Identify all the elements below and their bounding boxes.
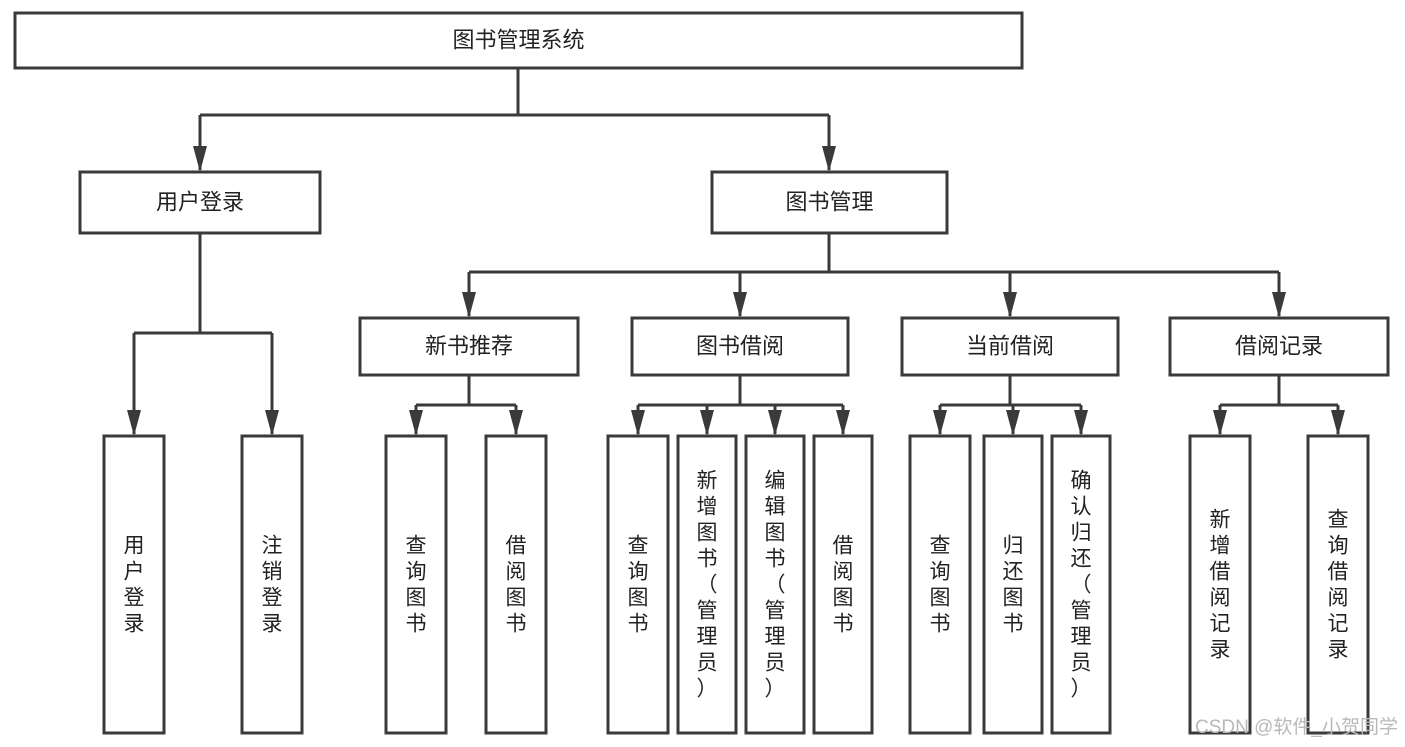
arrow-head-icon <box>1003 292 1017 318</box>
arrow-head-icon <box>1331 410 1345 436</box>
node-label: 确认归还（管理员） <box>1071 470 1092 701</box>
node-label: 查询图书 <box>930 535 951 636</box>
node-box[interactable] <box>812 434 874 735</box>
node-box[interactable] <box>908 434 972 735</box>
leaf-node-1[interactable]: 用户登录 <box>102 434 166 735</box>
leaf-node-11[interactable]: 确认归还（管理员） <box>1050 434 1112 735</box>
node-box[interactable] <box>710 170 949 235</box>
arrow-head-icon <box>509 410 523 436</box>
node-box[interactable] <box>102 434 166 735</box>
arrow-head-icon <box>409 410 423 436</box>
node-label: 图书管理系统 <box>452 27 584 52</box>
arrow-head-icon <box>1006 410 1020 436</box>
node-label: 查询图书 <box>628 535 649 636</box>
leaf-node-12[interactable]: 新增借阅记录 <box>1188 434 1252 735</box>
level2-node-2[interactable]: 图书借阅 <box>630 316 850 377</box>
node-label: 图书借阅 <box>696 333 784 358</box>
leaf-node-8[interactable]: 借阅图书 <box>812 434 874 735</box>
arrow-head-icon <box>933 410 947 436</box>
root-node-1[interactable]: 图书管理系统 <box>13 11 1024 70</box>
node-label: 新书推荐 <box>425 333 513 358</box>
connector-layer <box>127 68 1345 436</box>
leaf-node-4[interactable]: 借阅图书 <box>484 434 548 735</box>
arrow-head-icon <box>127 410 141 436</box>
csdn-watermark: CSDN @软件_小贺同学 <box>1195 716 1398 738</box>
node-label: 用户登录 <box>156 189 244 214</box>
node-box[interactable] <box>1306 434 1370 735</box>
leaf-node-9[interactable]: 查询图书 <box>908 434 972 735</box>
node-box[interactable] <box>78 170 322 235</box>
node-label: 借阅记录 <box>1235 333 1323 358</box>
arrow-head-icon <box>733 292 747 318</box>
node-box[interactable] <box>358 316 580 377</box>
arrow-head-icon <box>193 146 207 172</box>
leaf-node-5[interactable]: 查询图书 <box>606 434 670 735</box>
leaf-node-13[interactable]: 查询借阅记录 <box>1306 434 1370 735</box>
arrow-head-icon <box>700 410 714 436</box>
node-box[interactable] <box>1050 434 1112 735</box>
node-label: 查询图书 <box>406 535 427 636</box>
node-box[interactable] <box>1188 434 1252 735</box>
node-box[interactable] <box>484 434 548 735</box>
level2-node-4[interactable]: 借阅记录 <box>1168 316 1390 377</box>
arrow-head-icon <box>1074 410 1088 436</box>
node-box[interactable] <box>900 316 1120 377</box>
arrow-head-icon <box>1272 292 1286 318</box>
node-box[interactable] <box>384 434 448 735</box>
node-box[interactable] <box>630 316 850 377</box>
node-label: 借阅图书 <box>506 535 527 636</box>
node-label: 借阅图书 <box>833 535 854 636</box>
node-label: 查询借阅记录 <box>1328 509 1349 662</box>
node-box[interactable] <box>13 11 1024 70</box>
node-box[interactable] <box>744 434 806 735</box>
node-layer: 图书管理系统用户登录图书管理新书推荐图书借阅当前借阅借阅记录用户登录注销登录查询… <box>13 11 1390 735</box>
node-label: 编辑图书（管理员） <box>765 470 786 701</box>
node-label: 当前借阅 <box>966 333 1054 358</box>
node-box[interactable] <box>676 434 738 735</box>
node-label: 图书管理 <box>785 189 873 214</box>
node-label: 注销登录 <box>262 535 283 636</box>
arrow-head-icon <box>822 146 836 172</box>
leaf-node-10[interactable]: 归还图书 <box>982 434 1044 735</box>
level2-node-3[interactable]: 当前借阅 <box>900 316 1120 377</box>
level1-node-2[interactable]: 图书管理 <box>710 170 949 235</box>
arrow-head-icon <box>768 410 782 436</box>
leaf-node-3[interactable]: 查询图书 <box>384 434 448 735</box>
arrow-head-icon <box>265 410 279 436</box>
node-box[interactable] <box>982 434 1044 735</box>
node-box[interactable] <box>240 434 304 735</box>
node-box[interactable] <box>606 434 670 735</box>
arrow-head-icon <box>836 410 850 436</box>
level1-node-1[interactable]: 用户登录 <box>78 170 322 235</box>
node-label: 新增借阅记录 <box>1210 509 1231 662</box>
node-label: 新增图书（管理员） <box>697 470 718 701</box>
arrow-head-icon <box>631 410 645 436</box>
leaf-node-2[interactable]: 注销登录 <box>240 434 304 735</box>
node-label: 归还图书 <box>1003 535 1024 636</box>
arrow-head-icon <box>1213 410 1227 436</box>
node-label: 用户登录 <box>124 535 145 636</box>
leaf-node-6[interactable]: 新增图书（管理员） <box>676 434 738 735</box>
level2-node-1[interactable]: 新书推荐 <box>358 316 580 377</box>
arrow-head-icon <box>462 292 476 318</box>
leaf-node-7[interactable]: 编辑图书（管理员） <box>744 434 806 735</box>
node-box[interactable] <box>1168 316 1390 377</box>
